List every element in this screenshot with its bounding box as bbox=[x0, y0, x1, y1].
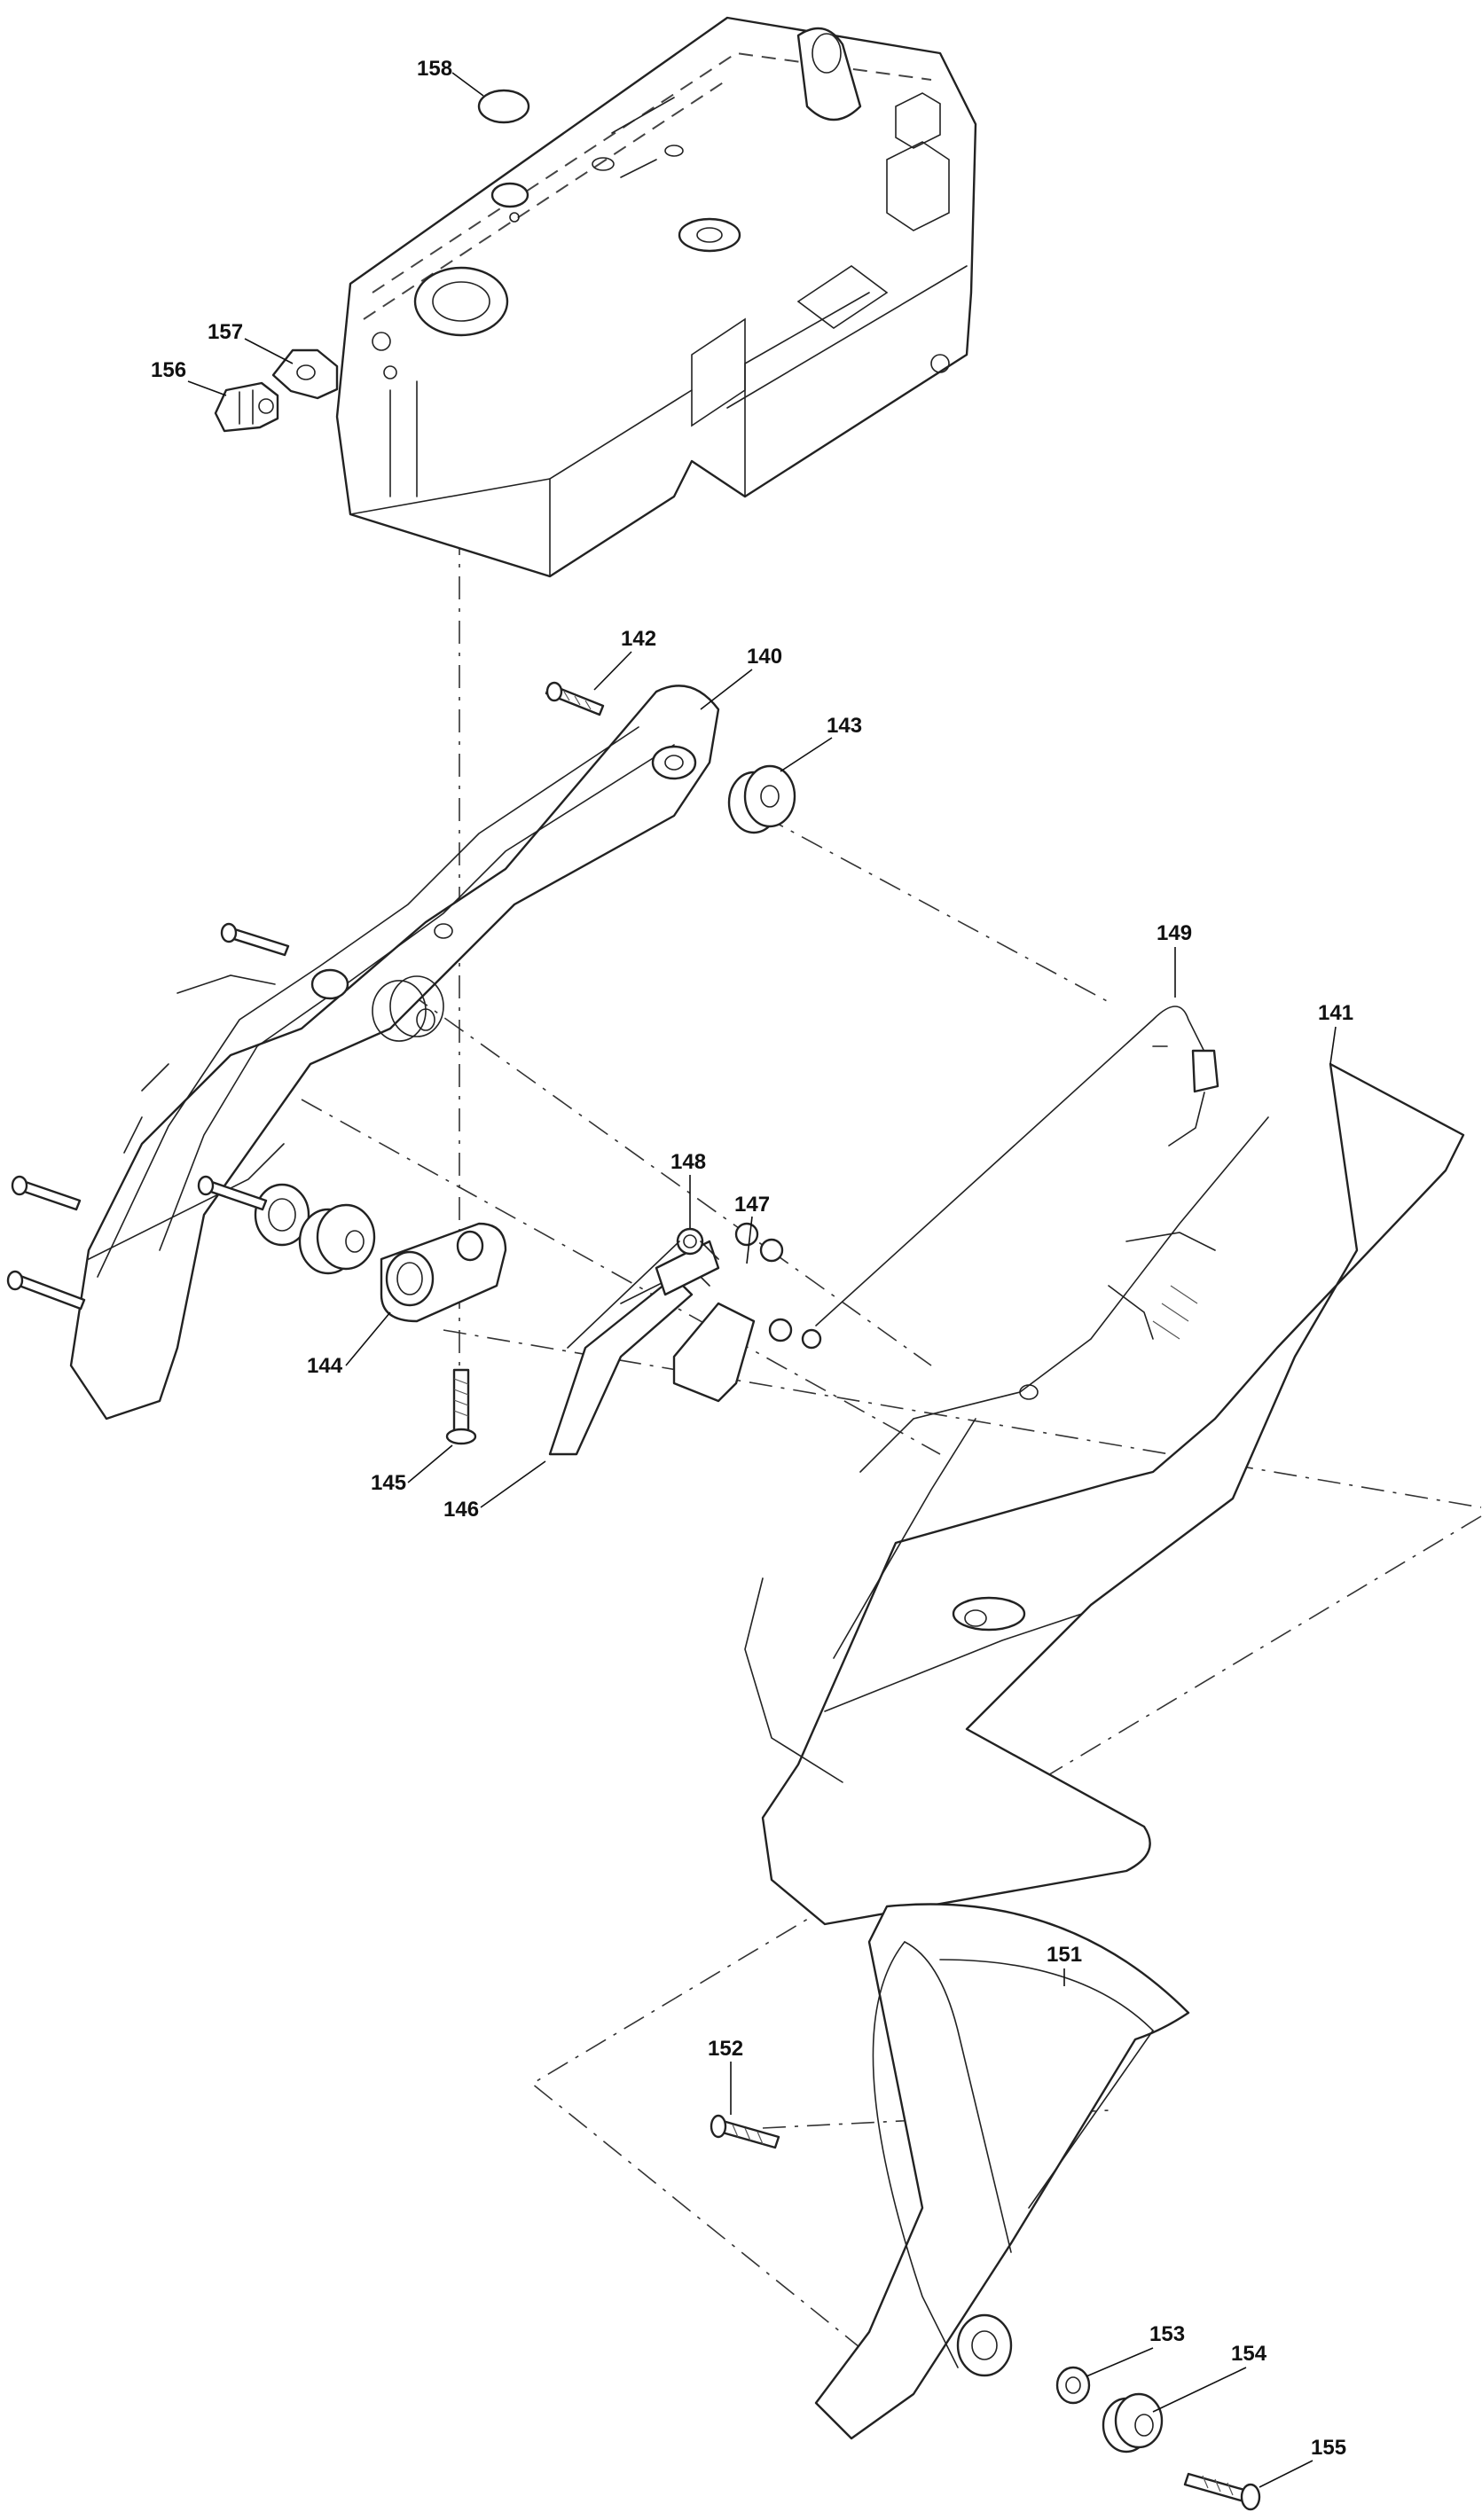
part-140-handle-frame bbox=[69, 685, 720, 1420]
part-155-screw bbox=[1183, 2472, 1261, 2511]
label-141: 141 bbox=[1318, 1001, 1353, 1025]
callout-152: 152 bbox=[708, 2037, 743, 2115]
label-146: 146 bbox=[443, 1498, 479, 1522]
label-151: 151 bbox=[1047, 1943, 1082, 1967]
part-149-cable bbox=[815, 1006, 1219, 1327]
label-152: 152 bbox=[708, 2037, 743, 2061]
label-147: 147 bbox=[734, 1193, 770, 1217]
callout-143: 143 bbox=[780, 714, 862, 772]
callout-144: 144 bbox=[307, 1311, 391, 1378]
part-142-screws bbox=[6, 681, 605, 1311]
part-157-washer bbox=[271, 348, 339, 400]
part-148-spring bbox=[567, 1227, 719, 1349]
callout-147: 147 bbox=[734, 1193, 770, 1264]
part-145-bolt bbox=[445, 1368, 477, 1445]
alignment-lines bbox=[301, 532, 1482, 2377]
part-156-plug bbox=[214, 381, 279, 433]
engine-housing bbox=[335, 16, 977, 578]
part-158-cap bbox=[477, 89, 530, 208]
callout-149: 149 bbox=[1157, 921, 1192, 998]
label-140: 140 bbox=[747, 645, 782, 669]
label-154: 154 bbox=[1231, 2342, 1267, 2366]
callout-155: 155 bbox=[1259, 2436, 1346, 2488]
label-155: 155 bbox=[1311, 2436, 1346, 2460]
callout-141: 141 bbox=[1318, 1001, 1353, 1065]
label-149: 149 bbox=[1157, 921, 1192, 945]
callouts: 158 157 156 142 140 143 149 141 bbox=[151, 57, 1353, 2488]
callout-157: 157 bbox=[208, 320, 294, 364]
label-157: 157 bbox=[208, 320, 243, 344]
label-158: 158 bbox=[417, 57, 452, 81]
callout-142: 142 bbox=[593, 627, 656, 691]
callout-145: 145 bbox=[371, 1444, 453, 1495]
callout-156: 156 bbox=[151, 358, 227, 396]
callout-140: 140 bbox=[700, 645, 782, 710]
callout-151: 151 bbox=[1047, 1943, 1082, 1986]
label-145: 145 bbox=[371, 1471, 406, 1495]
part-141-rear-handle bbox=[744, 1062, 1465, 1926]
part-151-front-handle bbox=[814, 1903, 1190, 2440]
part-153-bushing bbox=[1055, 2366, 1091, 2405]
part-152-screw bbox=[710, 2114, 780, 2149]
callout-148: 148 bbox=[670, 1150, 706, 1228]
label-144: 144 bbox=[307, 1354, 343, 1378]
callout-153: 153 bbox=[1086, 2322, 1185, 2377]
label-143: 143 bbox=[827, 714, 862, 738]
label-156: 156 bbox=[151, 358, 186, 382]
label-148: 148 bbox=[670, 1150, 706, 1174]
callout-158: 158 bbox=[417, 57, 484, 97]
part-147-lockout bbox=[672, 1222, 822, 1403]
label-142: 142 bbox=[621, 627, 656, 651]
part-154-damper bbox=[1102, 2392, 1164, 2453]
callout-154: 154 bbox=[1152, 2342, 1267, 2413]
part-144-bracket bbox=[380, 1222, 507, 1323]
part-143-damper bbox=[298, 764, 796, 1275]
label-153: 153 bbox=[1149, 2322, 1185, 2346]
callout-146: 146 bbox=[443, 1460, 546, 1522]
